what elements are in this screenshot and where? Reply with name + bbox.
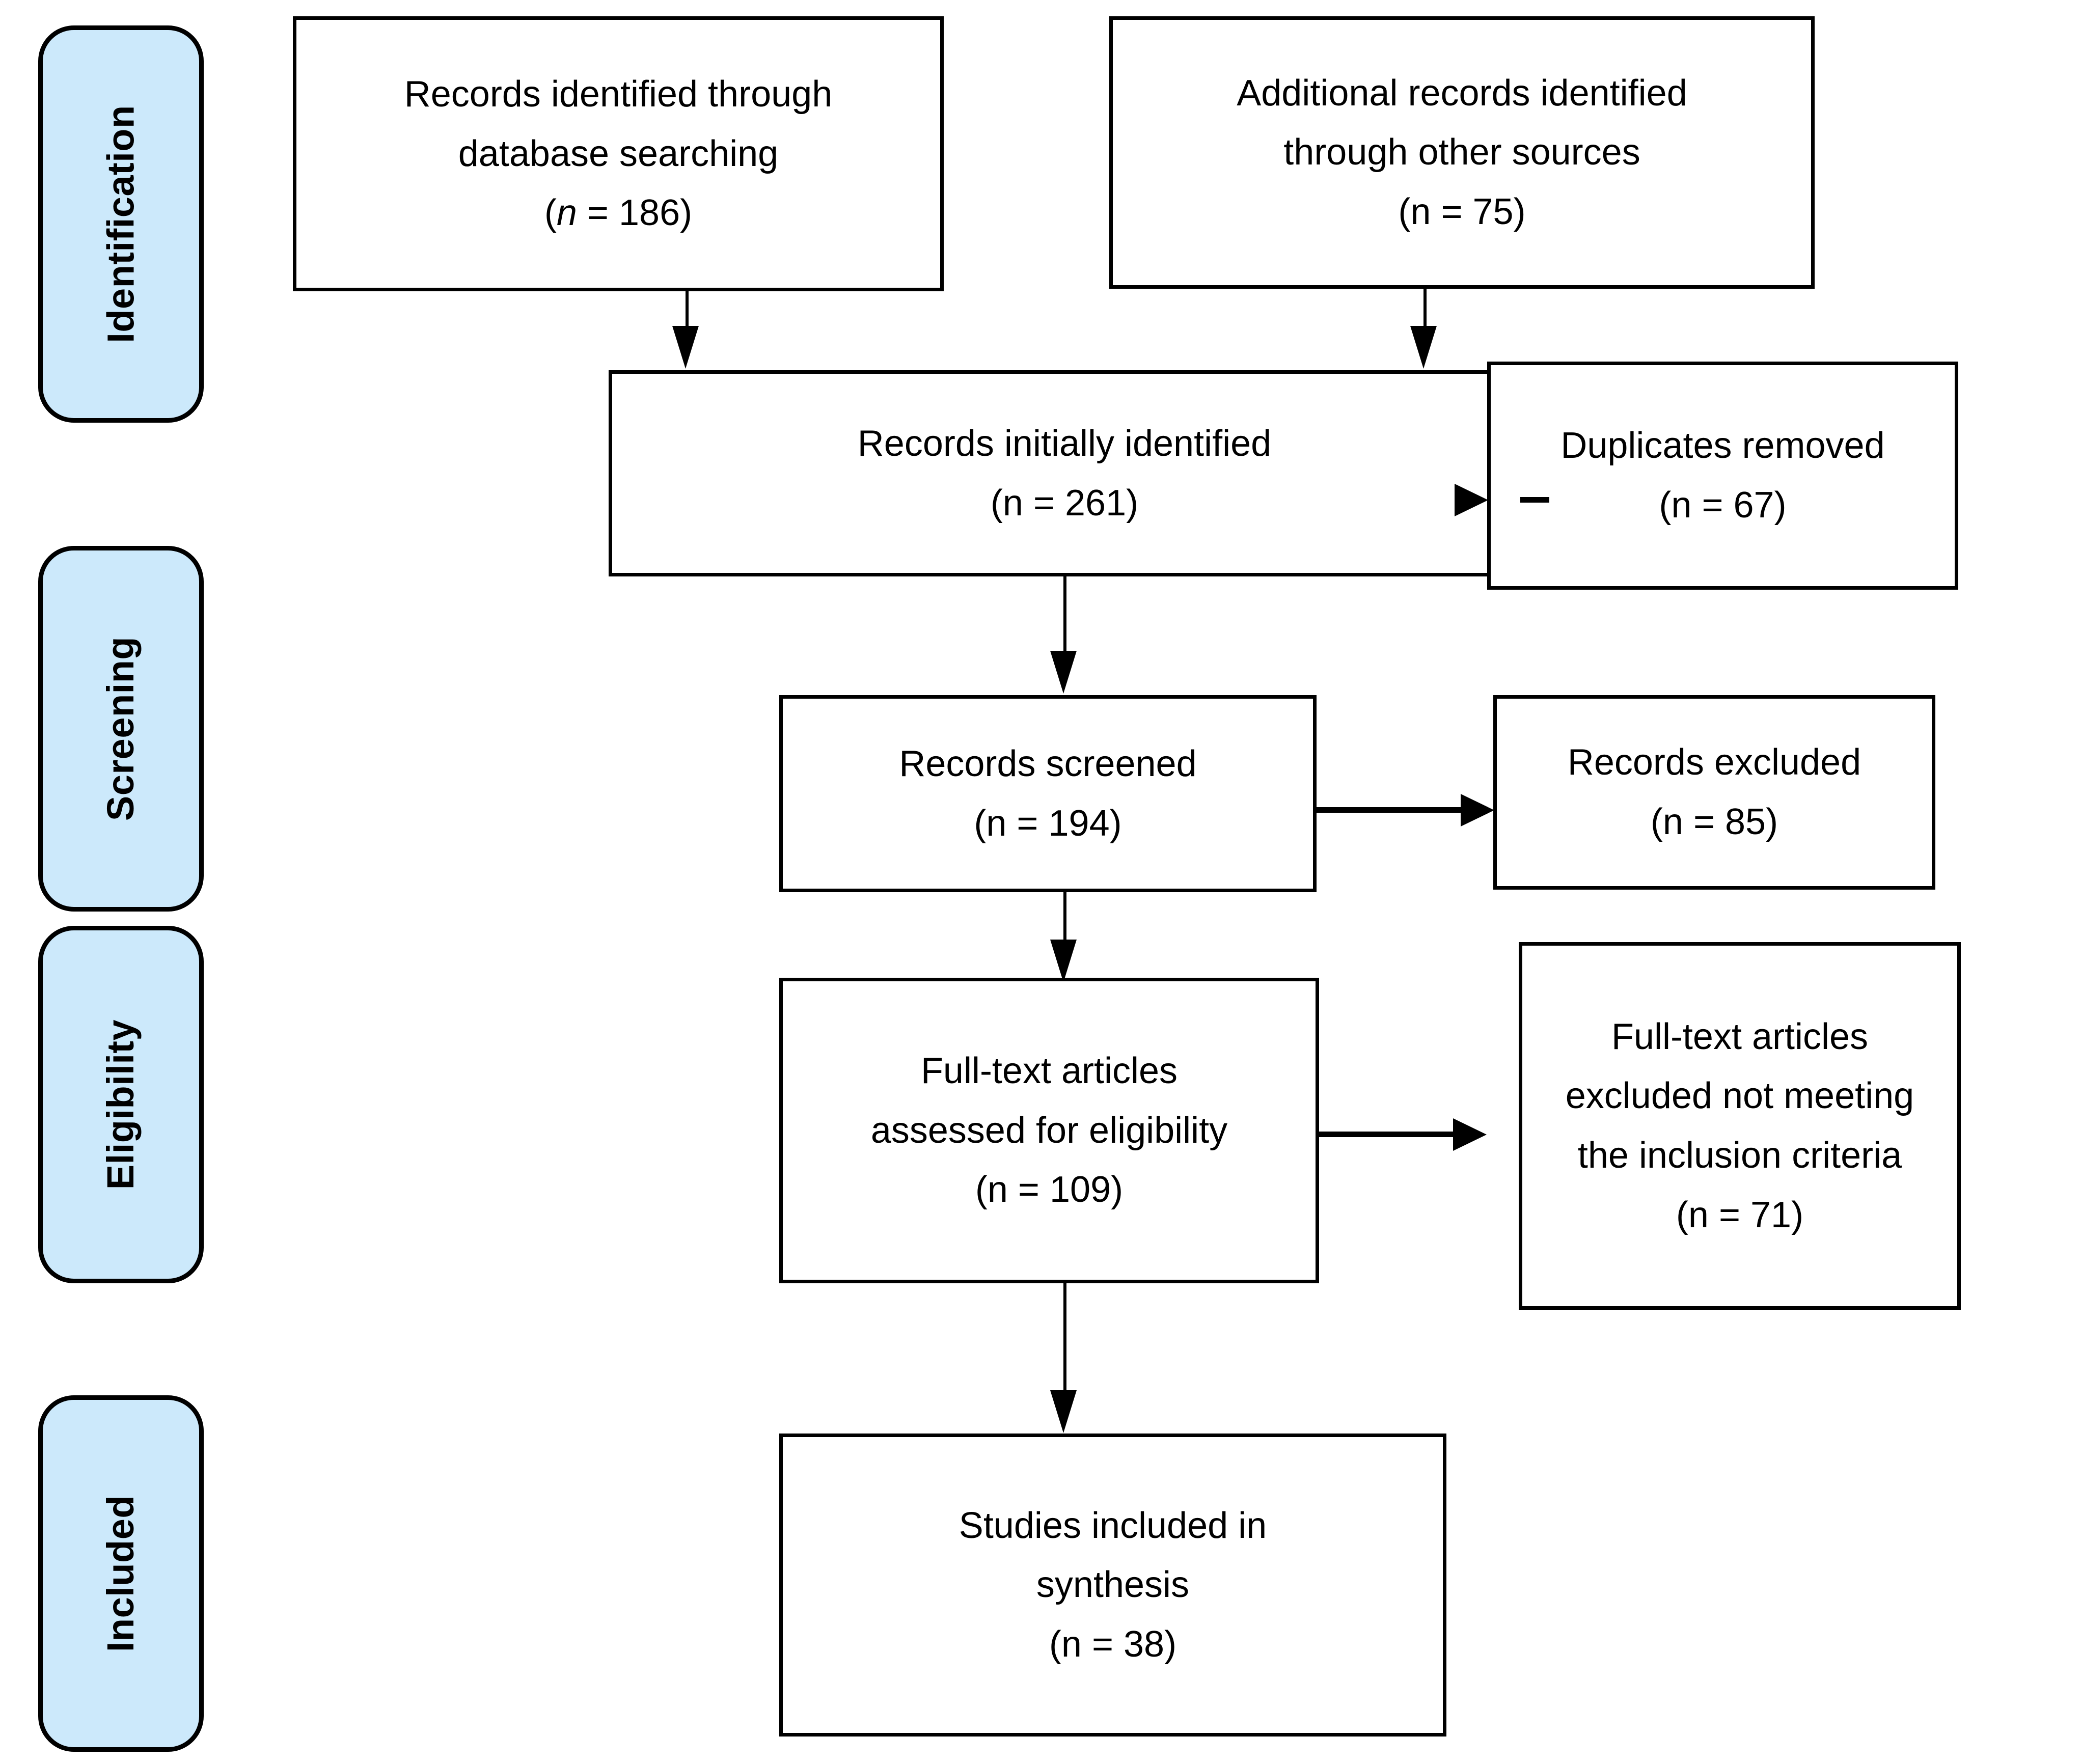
box-count: (n = 67)	[1659, 485, 1787, 526]
box-count: (n = 186)	[544, 183, 692, 243]
phase-pill-identification: Identification	[38, 25, 204, 423]
connector-initial-to-screened	[1063, 576, 1066, 658]
phase-label-identification: Identification	[99, 105, 142, 343]
phase-label-eligibility: Eligibility	[99, 1019, 142, 1190]
phase-pill-screening: Screening	[38, 546, 204, 912]
box-line-1: Studies included in	[959, 1505, 1267, 1546]
arrowhead-initial-to-screened	[1050, 651, 1077, 694]
connector-db-to-initial	[686, 291, 689, 347]
box-records-initially-identified: Records initially identified (n = 261)	[609, 370, 1520, 576]
box-count: (n = 109)	[975, 1169, 1124, 1210]
box-count: (n = 38)	[1049, 1623, 1177, 1665]
box-count: (n = 261)	[990, 482, 1139, 523]
box-records-identified-database: Records identified through database sear…	[293, 16, 944, 291]
box-count: (n = 85)	[1650, 802, 1778, 842]
arrowhead-fulltext-to-excluded	[1453, 1118, 1487, 1151]
box-records-screened: Records screened (n = 194)	[779, 695, 1317, 892]
count-close: )	[680, 192, 693, 234]
count-value: = 186	[577, 192, 680, 234]
box-duplicates-removed: Duplicates removed (n = 67)	[1487, 362, 1958, 590]
box-fulltext-excluded: Full-text articles excluded not meeting …	[1519, 942, 1961, 1310]
box-line-1: Records excluded	[1567, 742, 1861, 783]
count-text: (	[544, 192, 557, 234]
box-line-1: Full-text articles	[1611, 1016, 1869, 1057]
box-line-2: synthesis	[1036, 1564, 1190, 1606]
arrowhead-screened-to-excluded	[1461, 794, 1494, 826]
box-count: (n = 75)	[1398, 191, 1526, 232]
connector-other-to-initial	[1423, 289, 1427, 347]
box-count: (n = 71)	[1676, 1194, 1804, 1235]
box-studies-included-in-synthesis: Studies included in synthesis (n = 38)	[779, 1434, 1446, 1737]
box-line-1: Records screened	[899, 743, 1197, 784]
arrowhead-other-to-initial	[1410, 326, 1437, 369]
arrowhead-initial-to-duplicates	[1455, 484, 1488, 516]
phase-label-screening: Screening	[99, 636, 142, 821]
arrowhead-screened-to-fulltext	[1050, 940, 1077, 982]
connector-fulltext-to-excluded	[1319, 1132, 1454, 1137]
box-line-1: Full-text articles	[920, 1051, 1178, 1092]
box-line-2: database searching	[458, 133, 779, 174]
connector-fulltext-to-included	[1063, 1283, 1066, 1403]
box-records-excluded: Records excluded (n = 85)	[1493, 695, 1935, 890]
box-additional-records-other-sources: Additional records identified through ot…	[1109, 16, 1815, 289]
phase-pill-included: Included	[38, 1395, 204, 1752]
phase-label-included: Included	[99, 1495, 142, 1652]
box-line-2: assessed for eligibility	[870, 1110, 1228, 1151]
box-line-3: the inclusion criteria	[1577, 1135, 1902, 1176]
box-line-1: Records identified through	[404, 74, 833, 115]
arrowhead-db-to-initial	[672, 326, 699, 369]
box-line-2: excluded not meeting	[1565, 1076, 1914, 1117]
arrowhead-fulltext-to-included	[1050, 1390, 1077, 1433]
count-n-symbol: n	[556, 192, 577, 234]
box-count: (n = 194)	[974, 803, 1122, 844]
box-line-1: Duplicates removed	[1560, 425, 1885, 466]
connector-initial-to-duplicates	[1520, 497, 1549, 503]
connector-screened-to-excluded	[1317, 807, 1462, 813]
box-line-1: Records initially identified	[857, 423, 1272, 464]
box-fulltext-assessed-for-eligibility: Full-text articles assessed for eligibil…	[779, 978, 1319, 1283]
box-line-1: Additional records identified	[1237, 72, 1687, 114]
phase-pill-eligibility: Eligibility	[38, 926, 204, 1283]
box-line-2: through other sources	[1283, 132, 1640, 173]
connector-screened-to-fulltext	[1063, 892, 1066, 949]
